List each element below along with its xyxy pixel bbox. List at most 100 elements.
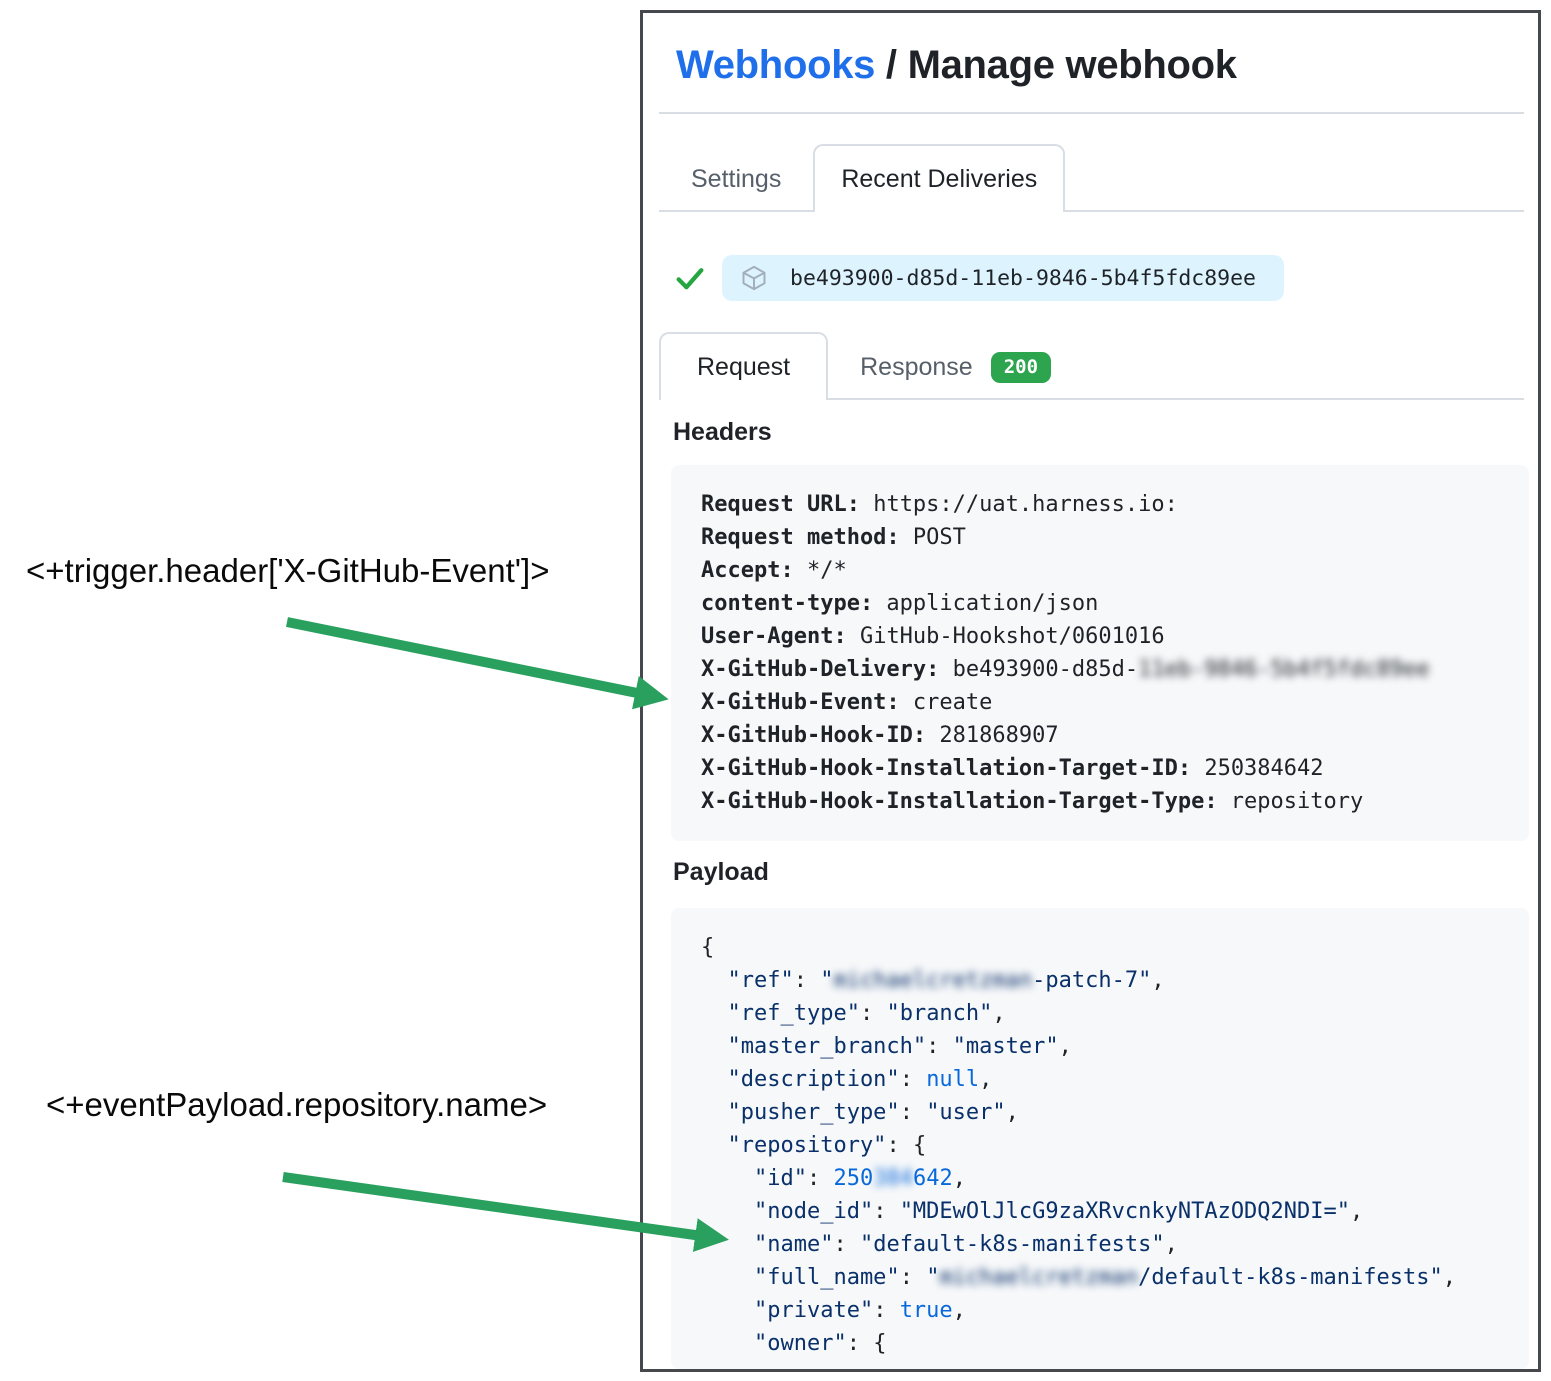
code-segment: /default-k8s-manifests" [1138, 1265, 1443, 1290]
code-line: User-Agent: GitHub-Hookshot/0601016 [701, 620, 1499, 653]
code-segment: " [820, 968, 834, 993]
code-segment: , [952, 1298, 966, 1323]
code-line: "private": true, [701, 1294, 1499, 1327]
code-line: X-GitHub-Hook-ID: 281868907 [701, 719, 1499, 752]
code-segment: : [873, 1298, 900, 1323]
page-title-text: Manage webhook [907, 43, 1237, 87]
code-segment: X-GitHub-Hook-Installation-Target-ID: [701, 756, 1192, 781]
code-line: "ref_type": "branch", [701, 997, 1499, 1030]
code-segment: : [873, 1199, 900, 1224]
code-segment: " [926, 1265, 940, 1290]
code-line: "name": "default-k8s-manifests", [701, 1228, 1499, 1261]
code-line: "pusher_type": "user", [701, 1096, 1499, 1129]
tab-request[interactable]: Request [659, 332, 829, 400]
code-line: "repository": { [701, 1129, 1499, 1162]
code-segment: POST [899, 525, 966, 550]
code-segment: 250384642 [1191, 756, 1324, 781]
code-line: "description": null, [701, 1063, 1499, 1096]
code-segment: 281868907 [926, 723, 1059, 748]
code-line: X-GitHub-Event: create [701, 686, 1499, 719]
code-segment: Request URL: [701, 492, 860, 517]
tab-response[interactable]: Response 200 [828, 336, 1083, 398]
manage-webhook-panel: Webhooks / Manage webhook Settings Recen… [640, 10, 1541, 1372]
code-line: "full_name": "michaelcretzman/default-k8… [701, 1261, 1499, 1294]
code-segment: , [952, 1166, 966, 1191]
code-segment: 642 [912, 1166, 953, 1191]
code-line: X-GitHub-Hook-Installation-Target-Type: … [701, 785, 1499, 818]
code-segment: "node_id" [701, 1199, 874, 1224]
code-segment: : [833, 1232, 860, 1257]
breadcrumb-webhooks-link[interactable]: Webhooks [676, 43, 876, 87]
tab-recent-deliveries[interactable]: Recent Deliveries [813, 144, 1066, 212]
code-segment: { [912, 1133, 927, 1158]
redacted-code-segment: michaelcretzman [939, 1265, 1139, 1290]
title-divider [659, 112, 1524, 114]
code-segment: : [793, 968, 821, 993]
tab-settings[interactable]: Settings [691, 165, 782, 193]
code-segment: -patch-7" [1032, 968, 1152, 993]
code-segment: */* [793, 558, 847, 583]
code-segment: : [859, 1001, 887, 1026]
payload-code-box: { "ref": "michaelcretzman-patch-7", "ref… [671, 908, 1529, 1369]
code-segment: Accept: [701, 558, 794, 583]
code-segment: X-GitHub-Hook-ID: [701, 723, 927, 748]
code-segment: be493900-d85d- [939, 657, 1139, 682]
code-line: Accept: */* [701, 554, 1499, 587]
code-line: Request method: POST [701, 521, 1499, 554]
delivery-row: be493900-d85d-11eb-9846-5b4f5fdc89ee [673, 255, 1284, 301]
code-line: "node_id": "MDEwOlJlcG9zaXRvcnkyNTAzODQ2… [701, 1195, 1499, 1228]
code-segment: "pusher_type" [701, 1100, 900, 1125]
code-segment: : [886, 1133, 913, 1158]
code-segment: Request method: [701, 525, 900, 550]
delivery-guid: be493900-d85d-11eb-9846-5b4f5fdc89ee [790, 265, 1256, 291]
breadcrumb-separator: / [875, 43, 908, 87]
code-segment: "default-k8s-manifests" [859, 1232, 1165, 1257]
code-segment: https://uat.harness.io: [859, 492, 1178, 517]
redacted-code-segment: michaelcretzman [833, 968, 1033, 993]
code-segment: X-GitHub-Delivery: [701, 657, 940, 682]
code-segment: X-GitHub-Event: [701, 690, 900, 715]
code-segment: User-Agent: [701, 624, 847, 649]
code-segment: : [806, 1166, 834, 1191]
code-line: Request URL: https://uat.harness.io: [701, 488, 1499, 521]
redacted-code-segment: 11eb-9846-5b4f5fdc89ee [1138, 657, 1430, 682]
code-line: X-GitHub-Hook-Installation-Target-ID: 25… [701, 752, 1499, 785]
code-segment: , [1442, 1265, 1457, 1290]
code-segment: , [1164, 1232, 1178, 1257]
code-segment: GitHub-Hookshot/0601016 [846, 624, 1165, 649]
code-segment: "user" [926, 1100, 1006, 1125]
code-segment: { [873, 1331, 887, 1356]
code-segment: repository [1217, 789, 1364, 814]
code-segment: "description" [701, 1067, 900, 1092]
code-line: "ref": "michaelcretzman-patch-7", [701, 964, 1499, 997]
code-segment: X-GitHub-Hook-Installation-Target-Type: [701, 789, 1218, 814]
code-segment: : [899, 1265, 927, 1290]
code-line: "master_branch": "master", [701, 1030, 1499, 1063]
annotation-trigger-header-expression: <+trigger.header['X-GitHub-Event']> [26, 552, 550, 589]
code-segment: , [1350, 1199, 1364, 1224]
code-segment: : [926, 1034, 953, 1059]
code-segment: , [1005, 1100, 1019, 1125]
code-segment: "repository" [701, 1133, 887, 1158]
delivery-guid-pill[interactable]: be493900-d85d-11eb-9846-5b4f5fdc89ee [722, 255, 1284, 301]
code-line: "owner": { [701, 1327, 1499, 1360]
code-line: X-GitHub-Delivery: be493900-d85d-11eb-98… [701, 653, 1499, 686]
code-segment: "owner" [701, 1331, 847, 1356]
code-segment: "master_branch" [701, 1034, 927, 1059]
delivery-detail-tabs: Request Response 200 [659, 325, 1524, 400]
code-segment: "master" [952, 1034, 1059, 1059]
code-segment: true [899, 1298, 953, 1323]
code-segment: "full_name" [701, 1265, 900, 1290]
headers-section-title: Headers [673, 418, 772, 446]
code-segment: "branch" [886, 1001, 993, 1026]
code-segment: , [992, 1001, 1006, 1026]
code-segment: "name" [701, 1232, 834, 1257]
code-segment: "ref" [701, 968, 794, 993]
code-line: content-type: application/json [701, 587, 1499, 620]
code-line: "id": 250384642, [701, 1162, 1499, 1195]
code-segment: "ref_type" [701, 1001, 860, 1026]
response-status-badge: 200 [990, 351, 1052, 383]
code-segment: "private" [701, 1298, 874, 1323]
arrow-to-x-github-event [286, 617, 669, 710]
code-line: { [701, 931, 1499, 964]
